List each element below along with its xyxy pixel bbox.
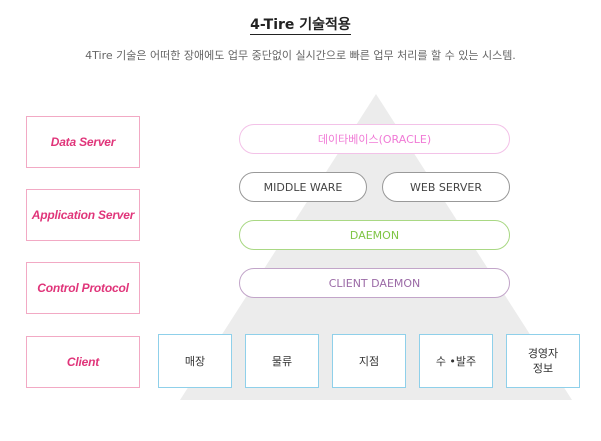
database-node: 데이타베이스(ORACLE) [239,124,510,154]
client-box-label: 경영자 정보 [527,347,559,375]
client-box-label: 지점 [358,354,380,368]
page-subtitle: 4Tire 기술은 어떠한 장애에도 업무 중단없이 실시간으로 빠른 업무 처… [85,49,516,62]
layer-label-control-protocol: Control Protocol [26,262,140,314]
layer-label-client: Client [26,336,140,388]
client-box-label: 수 •발주 [435,354,477,368]
layer-label-data-server: Data Server [26,116,140,168]
client-box-store: 매장 [158,334,232,388]
client-box-label: 물류 [271,354,293,368]
page-title-text: 4-Tire 기술적용 [250,17,351,35]
middle-ware-node: MIDDLE WARE [239,172,367,202]
client-box-logistics: 물류 [245,334,319,388]
web-server-node: WEB SERVER [382,172,510,202]
client-box-label: 매장 [184,354,206,368]
layer-label-application-server: Application Server [26,189,140,241]
client-box-management-info: 경영자 정보 [506,334,580,388]
client-box-orders: 수 •발주 [419,334,493,388]
client-box-branch: 지점 [332,334,406,388]
daemon-node: DAEMON [239,220,510,250]
page-title: 4-Tire 기술적용 [0,14,601,35]
client-daemon-node: CLIENT DAEMON [239,268,510,298]
